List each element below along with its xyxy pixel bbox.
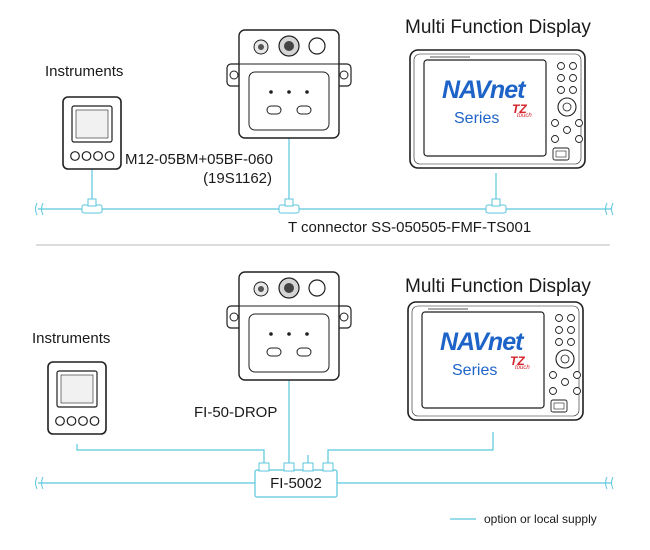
cable-label-line2: (19S1162) [203,170,272,187]
brand-text: NAVnet [442,76,525,104]
bottom-section [35,271,614,498]
tz-text: TZ [512,102,527,116]
junction-label: FI-5002 [270,475,322,492]
series-text: Series [454,110,500,127]
series-text: Series [452,362,498,379]
junction-box [254,462,338,498]
tz-text: TZ [510,354,525,368]
t-connector-mfd [485,198,507,214]
bottom-mfd-drop [327,432,494,465]
cable-label-line1: M12-05BM+05BF-060 [125,151,273,168]
bottom-instruments-label: Instruments [32,330,111,347]
top-instruments-label: Instruments [45,63,124,80]
brand-text: NAVnet [440,328,523,356]
top-cable-label: M12-05BM+05BF-060 (19S1162) [120,150,278,188]
legend-label: option or local supply [484,512,597,526]
bottom-instrument-drop [76,444,265,465]
t-connector-label: T connector SS-050505-FMF-TS001 [288,219,532,236]
touch-text: touch [517,113,532,119]
navnet-logo-top: NAVnet TZ touch Series [438,76,543,140]
t-connector-instrument [81,198,103,214]
touch-text: touch [515,365,530,371]
t-connector-sensor [278,198,300,214]
navnet-logo-bottom: NAVnet TZ touch Series [436,328,541,392]
drop-cable-label: FI-50-DROP [194,404,278,421]
bottom-mfd-label: Multi Function Display [405,276,591,297]
top-section [35,29,614,216]
top-mfd-label: Multi Function Display [405,17,591,38]
